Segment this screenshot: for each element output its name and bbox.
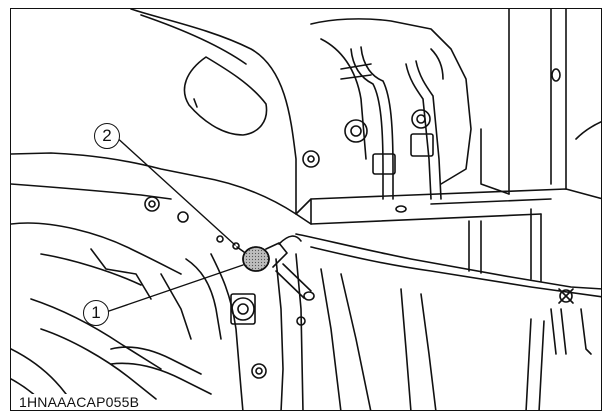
callout-2: 2 bbox=[94, 123, 120, 149]
steering-column bbox=[480, 9, 601, 195]
engine-block bbox=[302, 18, 472, 200]
clevis-pin-part bbox=[232, 235, 315, 301]
callout-1: 1 bbox=[83, 300, 109, 326]
line-drawing bbox=[11, 9, 601, 410]
leader-lines bbox=[108, 134, 244, 312]
pedal-arm bbox=[185, 253, 437, 410]
fender-panel bbox=[11, 9, 297, 215]
bracket-plate bbox=[295, 188, 601, 298]
figure-code: 1HNAAACAP055B bbox=[17, 394, 142, 410]
technical-illustration: 2 1 1HNAAACAP055B bbox=[10, 8, 602, 411]
left-structure bbox=[11, 222, 212, 410]
right-hardware bbox=[525, 288, 592, 410]
